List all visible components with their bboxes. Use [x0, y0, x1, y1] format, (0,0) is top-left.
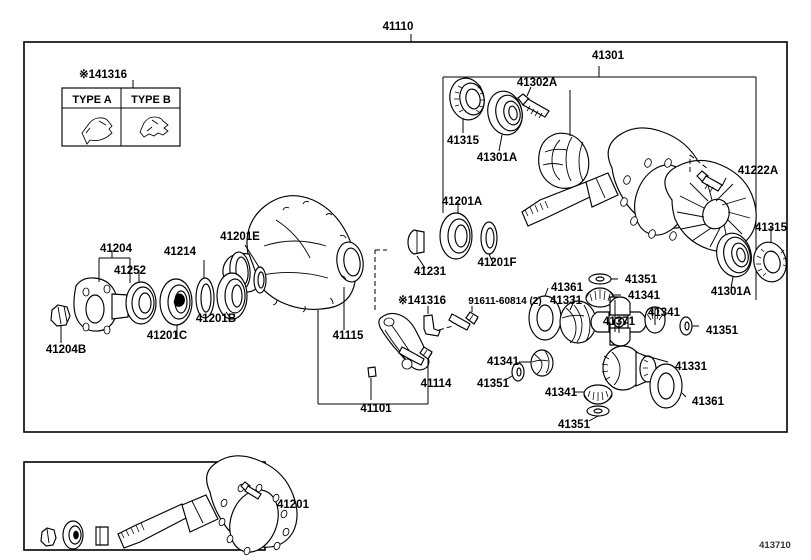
- type-a-glyph: [81, 117, 113, 145]
- part-diff-case: [664, 155, 757, 252]
- label-41301: 41301: [592, 50, 625, 62]
- label-41316-mid: ※141316: [398, 294, 446, 307]
- part-41351-lowerleft: [504, 362, 525, 382]
- part-41201f-shim: [480, 221, 498, 264]
- part-41115-carrier: [222, 195, 364, 400]
- label-41315-right: 41315: [755, 222, 788, 234]
- part-41204-flange: [73, 250, 131, 335]
- label-41302a: 41302A: [517, 77, 557, 89]
- type-table: [61, 80, 181, 147]
- part-41201a-mid: [439, 200, 473, 260]
- label-41204b: 41204B: [46, 344, 86, 356]
- label-41201f: 41201F: [477, 257, 516, 269]
- label-41201e: 41201E: [220, 231, 260, 243]
- part-41361-left: [528, 287, 562, 341]
- part-41341-bottom: [574, 384, 613, 405]
- part-41214-shim: [195, 260, 215, 319]
- part-41252-seal: [125, 270, 157, 325]
- part-41371-spider: [590, 296, 647, 347]
- label-41222a: 41222A: [738, 165, 778, 177]
- part-41361-right: [649, 363, 687, 409]
- label-41201a-mid: 41201A: [442, 196, 482, 208]
- label-41252: 41252: [114, 265, 146, 277]
- label-41351-right: 41351: [706, 325, 739, 337]
- part-41222a-bolt: [689, 154, 727, 193]
- part-41204b-nut: [50, 304, 71, 343]
- label-41214: 41214: [164, 246, 197, 258]
- part-41351-top: [588, 273, 618, 285]
- part-41331-left: [559, 295, 597, 344]
- label-41361-left: 41361: [551, 282, 584, 294]
- label-41371: 41371: [603, 316, 636, 328]
- inset-assembly: [40, 455, 298, 556]
- label-41201b: 41201B: [196, 313, 236, 325]
- label-41351-bottom: 41351: [558, 419, 591, 431]
- label-layer: 41110 ※141316 TYPE A TYPE B 41301 41302A…: [46, 21, 791, 551]
- main-frame: [23, 41, 788, 433]
- label-41110: 41110: [383, 21, 414, 33]
- part-41315-top: [449, 77, 485, 133]
- label-41341-bottom: 41341: [545, 387, 578, 399]
- part-41201e-shim: [244, 244, 267, 294]
- label-type-a: TYPE A: [72, 94, 111, 106]
- label-41201c: 41201C: [147, 330, 187, 342]
- label-41301a-right: 41301A: [711, 286, 751, 298]
- label-41341-lowerleft: 41341: [487, 356, 520, 368]
- label-41315-top: 41315: [447, 135, 480, 147]
- part-41341-lowerleft: [519, 349, 554, 377]
- label-41361-right: 41361: [692, 396, 725, 408]
- part-91611-bolt: [438, 306, 479, 331]
- label-41201-inset: 41201: [277, 499, 310, 511]
- part-41341-top: [585, 287, 621, 308]
- label-41115: 41115: [333, 330, 364, 342]
- label-41316-top: ※141316: [79, 68, 127, 81]
- part-41341-right: [644, 306, 666, 334]
- part-41201b-bearing: [216, 272, 248, 320]
- part-41114-bolt: [398, 346, 433, 380]
- label-41331-left: 41331: [550, 295, 583, 307]
- part-41316-clip: [423, 306, 441, 337]
- part-41301-flange: [538, 90, 590, 189]
- label-corner-code: 413710: [759, 540, 791, 551]
- leader-lines: [317, 380, 429, 405]
- label-41114: 41114: [421, 378, 452, 390]
- part-41351-right: [679, 316, 699, 336]
- part-41315-right: [753, 227, 788, 283]
- part-41231-spacer: [407, 229, 426, 269]
- label-41351-top: 41351: [625, 274, 658, 286]
- part-41201c-bearing: [159, 278, 193, 337]
- label-41301a-top: 41301A: [477, 152, 517, 164]
- label-41341-right: 41341: [648, 307, 681, 319]
- part-41301a-right: [716, 232, 752, 289]
- label-41341-top: 41341: [628, 290, 661, 302]
- part-41301a-top: [487, 90, 523, 152]
- label-type-b: TYPE B: [131, 94, 171, 106]
- part-41302a-bolt: [517, 86, 550, 119]
- label-41204: 41204: [100, 243, 133, 255]
- type-b-glyph: [139, 116, 169, 138]
- label-41351-lowerleft: 41351: [477, 378, 510, 390]
- label-41331-right: 41331: [675, 361, 708, 373]
- label-91611: 91611-60814 (2): [468, 296, 541, 307]
- part-41351-bottom: [586, 405, 610, 422]
- label-41231: 41231: [414, 266, 447, 278]
- label-41101: 41101: [360, 403, 392, 415]
